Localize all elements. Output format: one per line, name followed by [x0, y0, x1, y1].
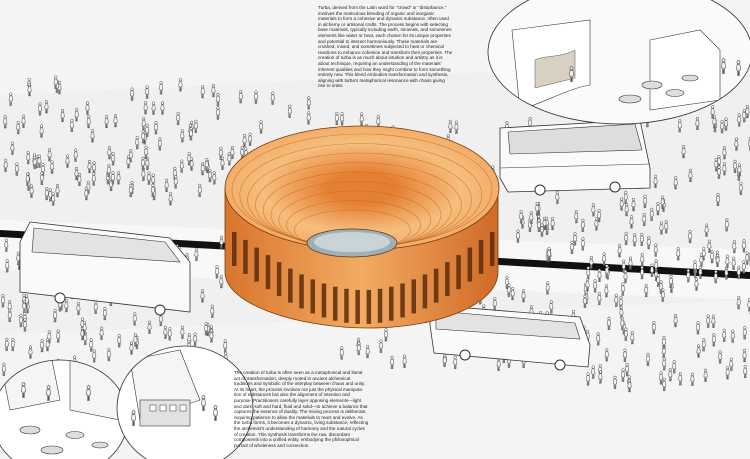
- walking-figure-icon: [678, 372, 683, 386]
- ring-openings: [232, 232, 495, 324]
- walking-figure-icon: [129, 341, 134, 355]
- description-text-bottom: The creation of turba is often seen as a…: [234, 370, 369, 448]
- walking-figure-icon: [668, 368, 673, 382]
- walking-figure-icon: [549, 300, 554, 314]
- walking-figure-icon: [612, 375, 618, 389]
- walking-figure-icon: [706, 314, 711, 328]
- walking-figure-icon: [586, 372, 591, 386]
- walking-figure-icon: [390, 355, 395, 370]
- walking-figure-icon: [496, 357, 501, 371]
- walking-figure-icon: [695, 321, 701, 335]
- walking-figure-icon: [725, 366, 730, 380]
- walking-figure-icon: [604, 348, 609, 362]
- walking-figure-icon: [730, 329, 735, 343]
- walking-figure-icon: [659, 371, 664, 385]
- walking-figure-icon: [630, 331, 635, 345]
- walking-figure-icon: [620, 368, 626, 382]
- walking-figure-icon: [180, 325, 185, 339]
- walking-figure-icon: [378, 339, 384, 353]
- walking-figure-icon: [45, 338, 50, 352]
- walking-figure-icon: [701, 338, 706, 352]
- walking-figure-icon: [742, 348, 747, 363]
- walking-figure-icon: [89, 338, 94, 352]
- walking-figure-icon: [703, 368, 708, 382]
- walking-figure-icon: [662, 357, 667, 371]
- walking-figure-icon: [92, 349, 97, 363]
- walking-figure-icon: [598, 370, 603, 384]
- walking-figure-icon: [117, 334, 122, 348]
- walking-figure-icon: [743, 364, 748, 379]
- walking-figure-icon: [672, 360, 677, 374]
- walking-figure-icon: [673, 313, 678, 328]
- walking-figure-icon: [651, 320, 656, 335]
- tour-bus-icon: [19, 221, 191, 316]
- walking-figure-icon: [627, 379, 632, 393]
- walking-figure-icon: [209, 329, 214, 343]
- walking-figure-icon: [442, 353, 447, 368]
- walking-figure-icon: [622, 348, 628, 362]
- walking-figure-icon: [383, 328, 389, 342]
- walking-figure-icon: [99, 326, 104, 340]
- description-text-top: Turba, derived from the Latin word for "…: [318, 5, 453, 89]
- walking-figure-icon: [625, 362, 630, 377]
- walking-figure-icon: [106, 348, 111, 362]
- walking-figure-icon: [690, 372, 695, 386]
- walking-figure-icon: [365, 344, 370, 359]
- walking-figure-icon: [339, 346, 344, 360]
- walking-figure-icon: [193, 332, 198, 346]
- walking-figure-icon: [711, 333, 716, 347]
- walking-figure-icon: [718, 350, 723, 364]
- walking-figure-icon: [742, 326, 747, 340]
- detail-vignette: [0, 345, 254, 459]
- walking-figure-icon: [722, 328, 727, 342]
- walking-figure-icon: [453, 355, 458, 369]
- walking-figure-icon: [356, 341, 361, 355]
- walking-figure-icon: [596, 332, 601, 346]
- walking-figure-icon: [402, 354, 407, 368]
- walking-figure-icon: [40, 339, 45, 353]
- walking-figure-icon: [167, 327, 172, 341]
- walking-figure-icon: [4, 337, 9, 351]
- detail-vignette: [487, 0, 750, 125]
- walking-figure-icon: [28, 345, 33, 359]
- walking-figure-icon: [645, 352, 651, 366]
- walking-figure-icon: [662, 377, 667, 392]
- walking-figure-icon: [736, 296, 741, 310]
- walking-figure-icon: [147, 320, 152, 334]
- walking-figure-icon: [623, 327, 628, 341]
- walking-figure-icon: [711, 314, 716, 328]
- walking-figure-icon: [10, 337, 15, 352]
- tour-bus-icon: [499, 119, 651, 196]
- walking-figure-icon: [163, 325, 168, 339]
- walking-figure-icon: [56, 329, 61, 343]
- walking-figure-icon: [591, 365, 596, 379]
- ring-pavilion: [224, 125, 500, 329]
- walking-figure-icon: [696, 344, 701, 358]
- walking-figure-icon: [606, 316, 612, 331]
- tour-bus-icon: [429, 304, 591, 371]
- walking-figure-icon: [223, 339, 228, 353]
- walking-figure-icon: [729, 357, 734, 371]
- walking-figure-icon: [1, 362, 6, 376]
